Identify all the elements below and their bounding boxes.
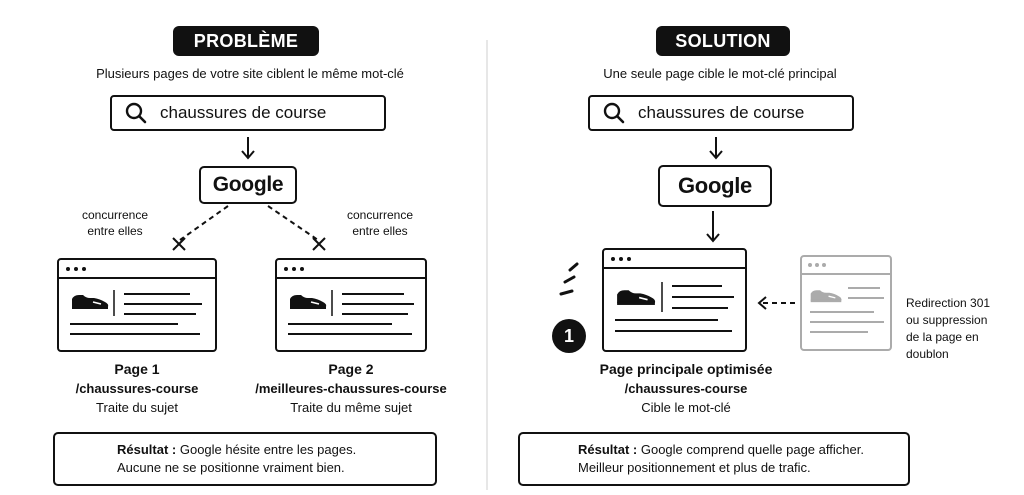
solution-google-box: Google <box>658 165 772 207</box>
main-page-url: /chaussures-course <box>624 381 748 396</box>
problem-result-line1: Google hésite entre les pages. <box>179 442 357 457</box>
browser-window-page1 <box>57 258 217 352</box>
number-badge: 1 <box>552 319 586 353</box>
problem-subtitle: Plusieurs pages de votre site ciblent le… <box>96 66 404 81</box>
page2-url: /meilleures-chaussures-course <box>255 381 447 396</box>
dashed-link-page1 <box>179 205 229 241</box>
search-icon <box>125 102 147 124</box>
emphasis-strokes <box>559 262 579 296</box>
dashed-link-page2 <box>267 205 319 241</box>
page1-caption: Page 1 /chaussures-course Traite du suje… <box>57 360 217 417</box>
problem-search-box: chaussures de course <box>110 95 386 131</box>
cross-icon <box>312 237 326 251</box>
solution-result-box: Résultat : Google comprend quelle page a… <box>518 432 910 486</box>
problem-heading: PROBLÈME <box>173 26 319 56</box>
main-page-desc: Cible le mot-clé <box>641 400 731 415</box>
problem-result-line2: Aucune ne se positionne vraiment bien. <box>117 460 345 475</box>
page2-title: Page 2 <box>328 361 374 377</box>
search-icon <box>603 102 625 124</box>
solution-result-line1: Google comprend quelle page afficher. <box>640 442 864 457</box>
problem-result-box: Résultat : Google hésite entre les pages… <box>53 432 437 486</box>
solution-heading: SOLUTION <box>656 26 790 56</box>
problem-result-label: Résultat : <box>117 442 177 457</box>
competition-note-left: concurrence entre elles <box>81 208 149 238</box>
solution-result-line2: Meilleur positionnement et plus de trafi… <box>578 460 811 475</box>
main-page-title: Page principale optimisée <box>599 361 773 377</box>
browser-window-duplicate-faded <box>800 255 892 351</box>
page1-desc: Traite du sujet <box>96 400 178 415</box>
search-query: chaussures de course <box>160 103 327 122</box>
browser-window-main-page <box>602 248 747 352</box>
page2-desc: Traite du même sujet <box>290 400 412 415</box>
problem-google-box: Google <box>199 166 297 204</box>
competition-note-right: concurrence entre elles <box>346 208 414 238</box>
redirect-note: Redirection 301 ou suppression de la pag… <box>906 296 991 361</box>
page1-url: /chaussures-course <box>75 381 199 396</box>
main-page-caption: Page principale optimisée /chaussures-co… <box>580 360 792 417</box>
solution-search-box: chaussures de course <box>588 95 854 131</box>
page2-caption: Page 2 /meilleures-chaussures-course Tra… <box>248 360 454 417</box>
page1-title: Page 1 <box>114 361 160 377</box>
solution-result-label: Résultat : <box>578 442 638 457</box>
search-query: chaussures de course <box>638 103 805 122</box>
browser-window-page2 <box>275 258 427 352</box>
cross-icon <box>172 237 186 251</box>
solution-subtitle: Une seule page cible le mot-clé principa… <box>603 66 837 81</box>
